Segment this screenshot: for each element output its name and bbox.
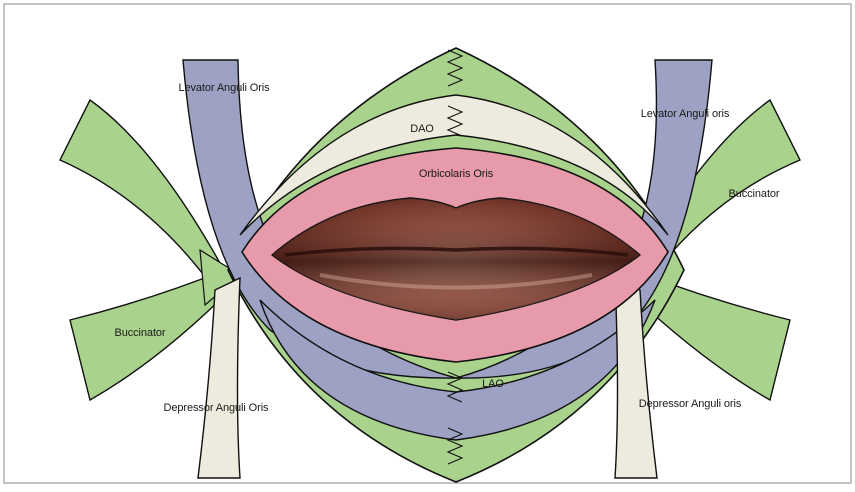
- label-levator-right: Levator Anguli oris: [641, 108, 730, 120]
- label-buccinator-right: Buccinator: [729, 188, 780, 200]
- label-buccinator-left: Buccinator: [115, 327, 166, 339]
- label-dao: DAO: [410, 123, 434, 135]
- label-depressor-left: Depressor Anguli Oris: [164, 402, 269, 414]
- label-depressor-right: Depressor Anguli oris: [639, 398, 741, 410]
- label-orbicularis: Orbicolaris Oris: [419, 168, 493, 180]
- label-levator-left: Levator Anguli Oris: [178, 82, 269, 94]
- label-lao: LAO: [482, 378, 504, 390]
